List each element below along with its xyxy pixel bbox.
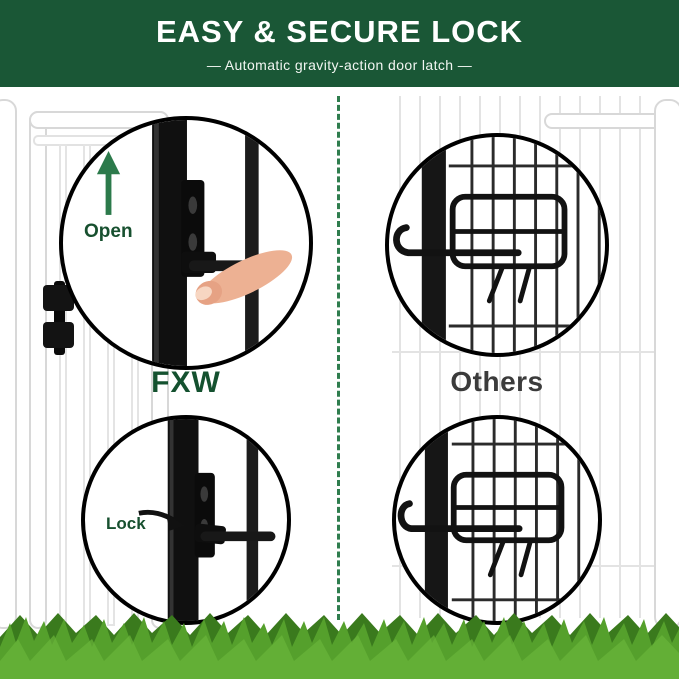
fence-post-right-edge — [654, 99, 679, 629]
gravity-latch-icon — [194, 472, 276, 558]
gate-hinge — [43, 281, 74, 355]
gate-frame-bar — [245, 120, 259, 366]
fxw-open-photo — [96, 120, 293, 366]
others-latch-inset-bottom — [392, 415, 602, 625]
others-latch-inset-top — [385, 133, 609, 357]
gate-frame-bar — [246, 419, 259, 621]
fxw-lock-photo — [138, 419, 276, 621]
page-subtitle: — Automatic gravity-action door latch — — [206, 57, 473, 73]
grass — [0, 613, 679, 679]
lock-state-label: Lock — [106, 514, 146, 533]
fxw-open-inset — [59, 116, 313, 370]
fxw-lock-inset — [81, 415, 291, 625]
wire-latch-icon — [397, 471, 565, 578]
fence-rail-top-right — [544, 113, 679, 129]
up-arrow-icon — [96, 150, 121, 215]
gate-post — [421, 137, 446, 353]
finger-pointer — [195, 250, 293, 305]
others-latch-photo-bottom — [397, 419, 598, 621]
others-latch-photo-top — [393, 137, 605, 353]
header-banner: EASY & SECURE LOCK — Automatic gravity-a… — [0, 0, 679, 87]
right-arrow-icon — [138, 509, 186, 531]
page-title: EASY & SECURE LOCK — [155, 14, 524, 49]
open-state-label: Open — [84, 221, 133, 242]
brand-label-others: Others — [450, 366, 544, 397]
center-divider — [337, 96, 340, 620]
gate-post — [424, 419, 448, 621]
fence-post-left-edge — [0, 99, 17, 629]
wire-latch-icon — [393, 193, 568, 304]
brand-label-fxw: FXW — [151, 366, 221, 399]
